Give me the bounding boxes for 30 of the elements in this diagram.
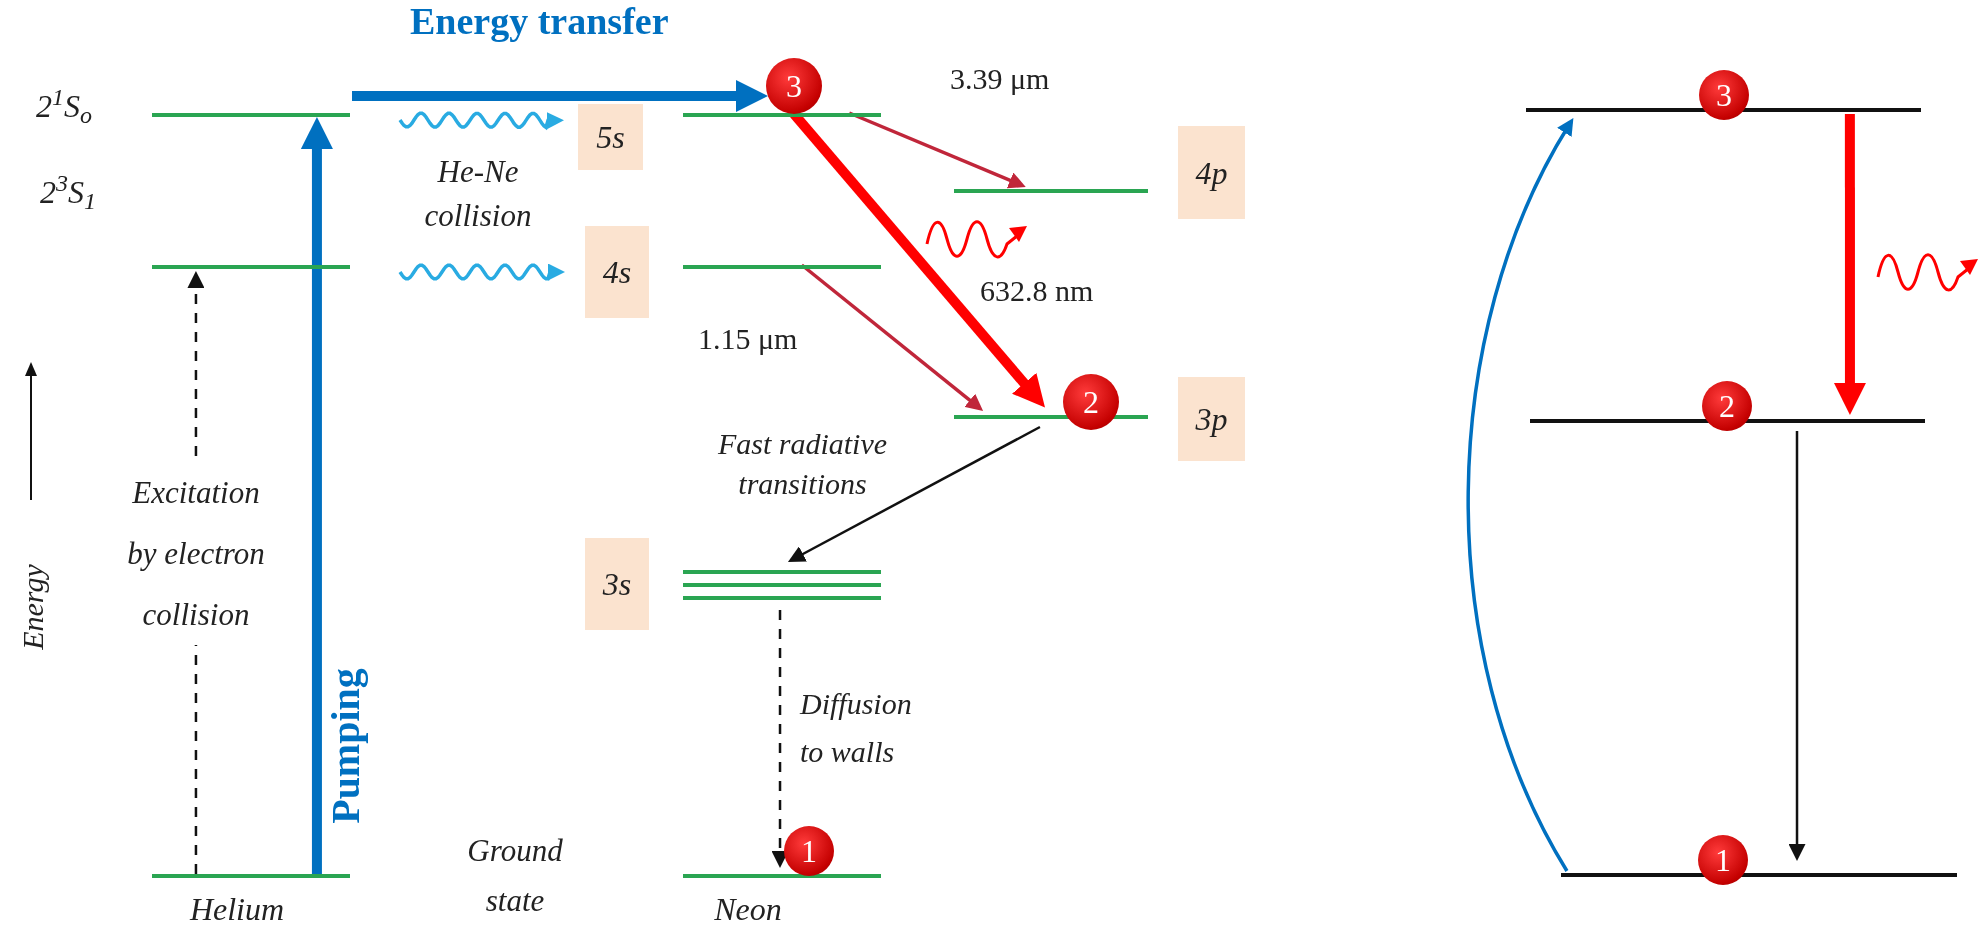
level-label: 2$^{1}$S$_{o}$	[36, 90, 93, 122]
level-label-box: 3p	[1178, 377, 1245, 461]
level-label: 2$^{3}$S$_{1}$	[40, 176, 97, 208]
arrow	[787, 425, 1041, 562]
arrow	[848, 111, 1026, 189]
level-label-box: 5s	[578, 104, 643, 170]
level-label-box: 3s	[585, 538, 649, 630]
edge-label: Diffusion to walls	[800, 686, 913, 770]
level-label-box: 4s	[585, 226, 649, 318]
annotation-text: He-Ne collision	[423, 153, 533, 235]
arrow	[800, 263, 984, 411]
level-label-box: 4p	[1178, 126, 1245, 219]
arrow	[1833, 114, 1866, 415]
edge-label: Energy transfer	[410, 2, 669, 40]
energy-level-band	[683, 570, 881, 600]
edge-label: 1.15 μm	[698, 324, 798, 354]
wavy-arrow	[398, 111, 564, 131]
edge-label: Fast radiative transitions	[716, 426, 889, 502]
edge-label: 632.8 nm	[980, 276, 1094, 306]
arrow	[300, 117, 333, 874]
wavy-arrow	[398, 263, 565, 281]
edge-label: Pumping	[325, 668, 366, 824]
curved-arrow	[1466, 117, 1573, 872]
arrow	[352, 80, 768, 112]
annotation-text: Ground state	[466, 832, 564, 920]
level-label: Neon	[713, 893, 783, 925]
axis-label: Energy	[17, 564, 48, 650]
arrow	[1788, 431, 1806, 861]
level-label: Helium	[188, 893, 286, 925]
edge-label: 3.39 μm	[950, 64, 1050, 94]
